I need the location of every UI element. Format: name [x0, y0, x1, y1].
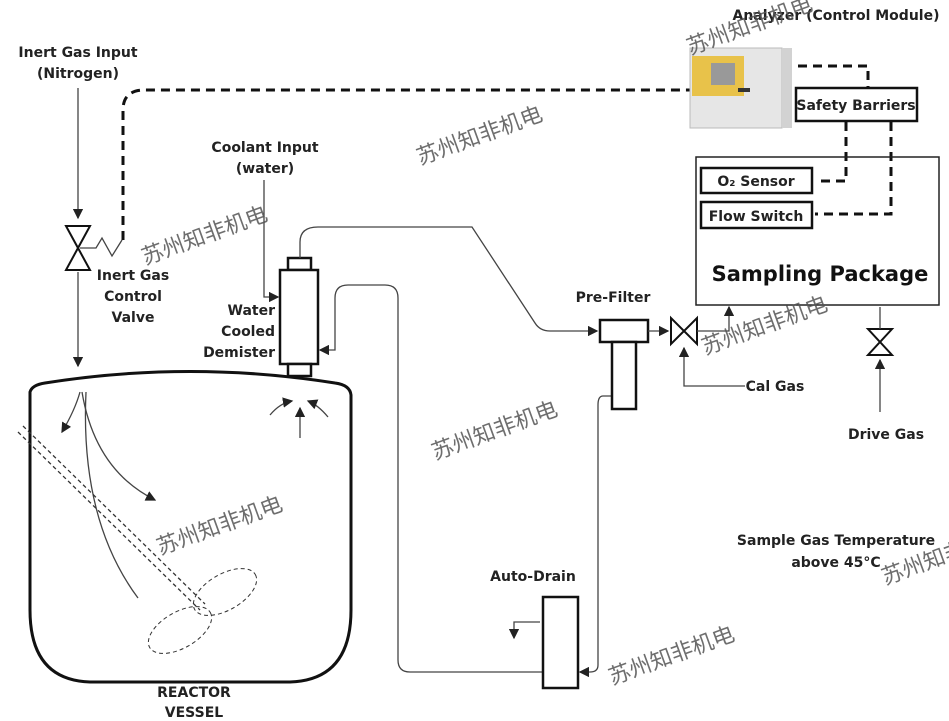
svg-text:苏州知非机电: 苏州知非机电 [429, 397, 562, 466]
flow-signal-line [815, 122, 893, 216]
vessel-flow-arrows [61, 391, 329, 599]
sample-valve-icon [670, 315, 698, 347]
inert-gas-input-label: Inert Gas Input(Nitrogen) [18, 45, 137, 82]
analyzer-label: Analyzer (Control Module) [733, 8, 940, 24]
drive-gas-valve-icon [865, 328, 895, 356]
control-signal-line [121, 88, 695, 240]
sampling-package-label: Sampling Package [712, 262, 929, 286]
drain-return-pipe [318, 284, 547, 673]
svg-text:苏州知非机电: 苏州知非机电 [414, 102, 547, 171]
o2-signal-line [815, 122, 848, 183]
o2-sensor-label: O₂ Sensor [717, 174, 794, 190]
svg-text:苏州知非机电: 苏州知非机电 [154, 492, 287, 561]
analyzer-barrier-line [798, 64, 870, 88]
svg-text:苏州知非机电: 苏州知非机电 [699, 292, 832, 361]
sampling-package-box [695, 156, 940, 306]
pre-filter-label: Pre-Filter [576, 290, 651, 306]
safety-barriers-label: Safety Barriers [796, 98, 915, 114]
demister-icon [278, 256, 320, 378]
pre-filter-icon [598, 318, 650, 411]
flow-switch-box [699, 200, 814, 230]
inert-gas-valve-icon [64, 225, 123, 271]
drive-gas-label: Drive Gas [848, 427, 924, 443]
svg-text:苏州知非机电: 苏州知非机电 [606, 622, 739, 691]
svg-text:苏州知非机电: 苏州知非机电 [139, 202, 272, 271]
analyzer-image [689, 47, 792, 129]
coolant-line [263, 180, 280, 303]
reactor-vessel [28, 370, 353, 684]
auto-drain-outlet [508, 621, 540, 640]
auto-drain-box [541, 595, 580, 690]
safety-barriers-box [794, 86, 919, 123]
sample-pipe [299, 226, 599, 337]
o2-sensor-box [699, 166, 814, 195]
auto-drain-label: Auto-Drain [490, 569, 576, 585]
flow-switch-label: Flow Switch [709, 209, 804, 225]
cal-gas-label: Cal Gas [746, 379, 805, 395]
coolant-input-label: Coolant Input(water) [211, 140, 318, 177]
prefilter-drain-pipe [578, 395, 612, 678]
cal-gas-line [678, 346, 745, 387]
agitator-icon [17, 425, 258, 654]
valve-to-package-line [697, 305, 735, 332]
